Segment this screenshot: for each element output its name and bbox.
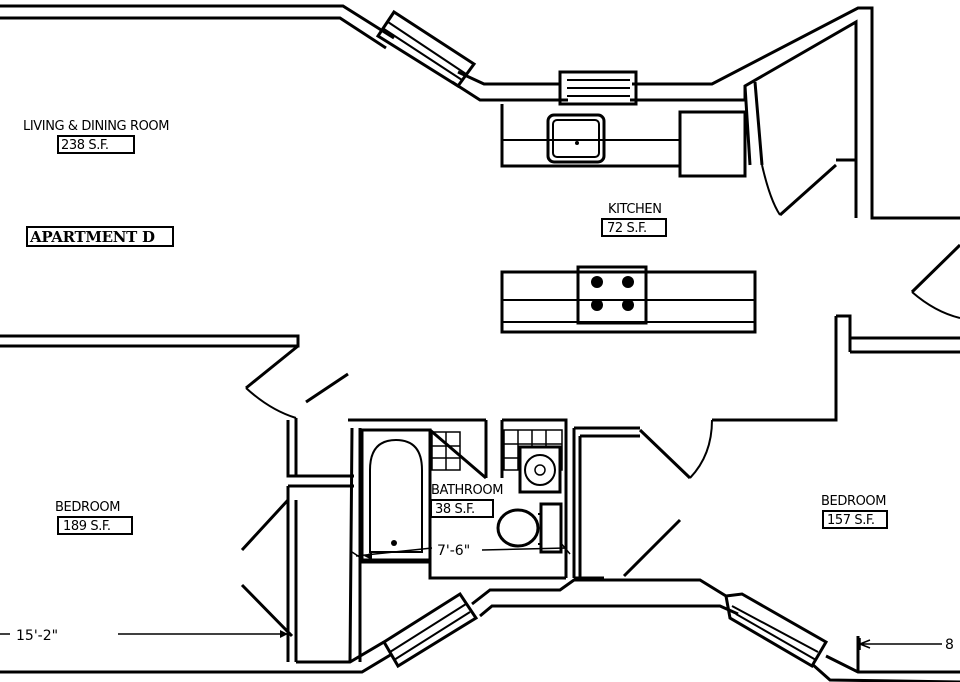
- closet-door: [761, 163, 837, 217]
- small-door-mark: [305, 372, 349, 404]
- room-name-bedroom-left: BEDROOM: [55, 500, 120, 515]
- closet-wall: [743, 81, 858, 218]
- room-area-box: [822, 510, 888, 529]
- room-area-kitchen: 72 S.F.: [607, 221, 647, 236]
- room-area-bathroom: 38 S.F.: [435, 502, 475, 517]
- dimension-bathroom-width: 7'-6": [437, 543, 470, 559]
- room-area-box: [57, 135, 135, 154]
- room-name-bathroom: BATHROOM: [431, 483, 503, 498]
- room-name-living: LIVING & DINING ROOM: [23, 119, 169, 134]
- room-area-bedroom-left: 189 S.F.: [63, 519, 111, 534]
- bedroom-right-door: [638, 419, 713, 480]
- room-area-box: [430, 499, 494, 518]
- bedroom-left-door: [245, 344, 299, 419]
- kitchen-upper-counter: [500, 104, 747, 178]
- bathtub: [360, 428, 432, 562]
- room-area-bedroom-right: 157 S.F.: [827, 513, 875, 528]
- entry-door-right: [910, 243, 960, 319]
- room-area-box: [57, 516, 133, 535]
- dimension-line-right: [859, 638, 942, 650]
- bathroom-lower-wall: [360, 420, 576, 580]
- window-living-room: [375, 9, 477, 89]
- range-cooktop: [576, 265, 648, 325]
- interior-wall-bedroom-left: [286, 418, 354, 662]
- apartment-label-box: [26, 226, 174, 247]
- apartment-label: APARTMENT D: [29, 228, 155, 246]
- room-name-bedroom-right: BEDROOM: [821, 494, 886, 509]
- exterior-wall-top: [0, 4, 960, 220]
- bathroom-sink: [518, 445, 562, 494]
- bathroom-door: [429, 428, 487, 480]
- toilet: [496, 502, 563, 554]
- window-kitchen: [558, 70, 638, 106]
- dimension-line-bathroom-width: [351, 541, 571, 561]
- closet-door-left: [240, 498, 294, 638]
- dimension-right: 8: [945, 637, 954, 653]
- room-area-box: [601, 218, 667, 237]
- interior-wall-right: [712, 314, 960, 422]
- interior-wall-bedroom-right: [574, 426, 640, 580]
- dimension-bedroom-width: 15'-2": [16, 628, 58, 644]
- kitchen-sink: [546, 113, 606, 164]
- interior-wall-bedroom-left-top: [0, 334, 300, 348]
- closet-door-right: [622, 518, 682, 578]
- room-name-kitchen: KITCHEN: [608, 202, 662, 217]
- window-bedroom: [724, 592, 829, 669]
- room-area-living: 238 S.F.: [61, 138, 109, 153]
- window-bathroom: [381, 591, 479, 669]
- exterior-wall-bottom-outer: [0, 604, 960, 682]
